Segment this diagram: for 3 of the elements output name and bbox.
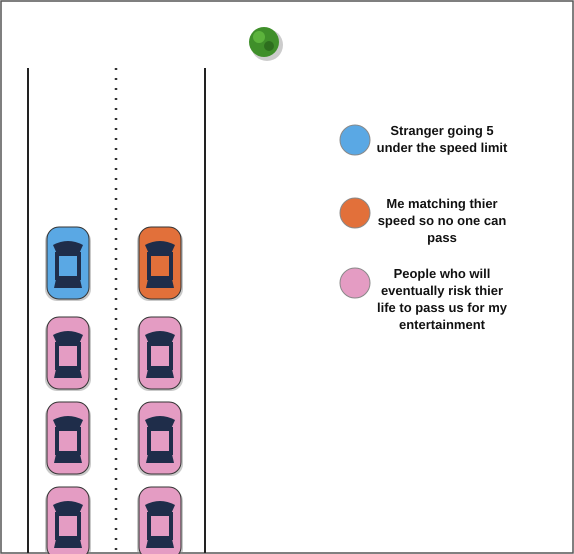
legend-text: Me matching thier speed so no one can pass <box>376 195 508 246</box>
legend-text: Stranger going 5 under the speed limit <box>376 122 508 156</box>
legend-text: People who will eventually risk thier life to pass us for my entertainment <box>376 265 508 333</box>
